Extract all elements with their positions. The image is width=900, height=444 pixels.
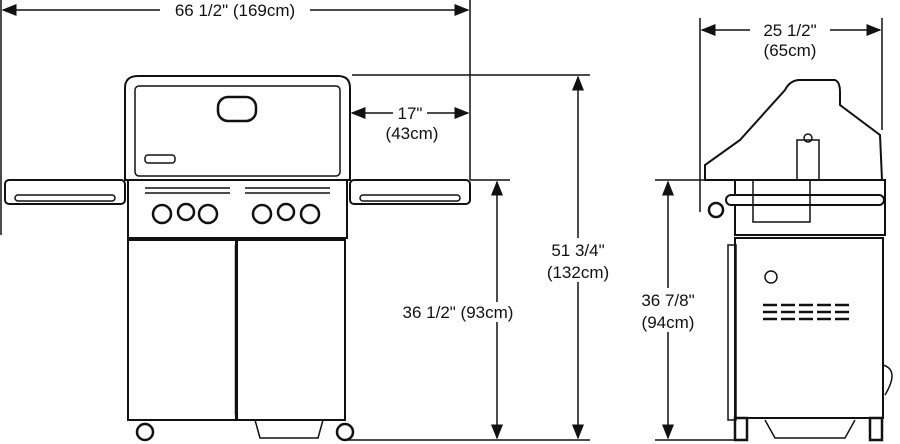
caster-wheel	[135, 422, 155, 442]
right-side-shelf	[349, 179, 471, 205]
depth-label: 25 1/2"	[763, 21, 816, 40]
counter-height-label: 36 1/2" (93cm)	[403, 303, 514, 322]
side-knob	[707, 201, 725, 219]
left-side-shelf	[4, 179, 126, 205]
side-counter-height-metric-label: (94cm)	[642, 313, 695, 332]
depth-metric-label: (65cm)	[764, 41, 817, 60]
lid-handle-logo	[216, 95, 258, 123]
control-panel	[127, 179, 348, 239]
side-dimensions: 25 1/2" (65cm) 36 7/8" (94cm)	[630, 18, 883, 441]
caster-wheel	[335, 422, 355, 442]
grill-side-view	[704, 79, 893, 442]
side-counter-height-label: 36 7/8"	[641, 291, 694, 310]
front-dimensions: 66 1/2" (169cm) 17" (43cm) 51 3/4" (132c…	[0, 0, 611, 441]
side-shelf-rail	[725, 194, 885, 206]
shelf-depth-label: 17"	[398, 104, 423, 123]
right-cabinet-door	[236, 239, 346, 421]
overall-height-metric-label: (132cm)	[547, 263, 609, 282]
grill-front-view	[4, 75, 471, 442]
shelf-depth-metric-label: (43cm)	[386, 124, 439, 143]
overall-width-label: 66 1/2" (169cm)	[175, 1, 295, 20]
brand-badge	[144, 154, 176, 164]
side-wheel	[733, 416, 749, 442]
overall-height-label: 51 3/4"	[551, 241, 604, 260]
side-lid	[704, 79, 884, 181]
grill-lid	[124, 75, 351, 181]
side-cabinet-panel	[734, 237, 884, 419]
gas-hose	[882, 364, 893, 396]
left-cabinet-door	[127, 239, 237, 421]
control-knobs	[151, 202, 321, 225]
side-wheel	[868, 416, 884, 442]
